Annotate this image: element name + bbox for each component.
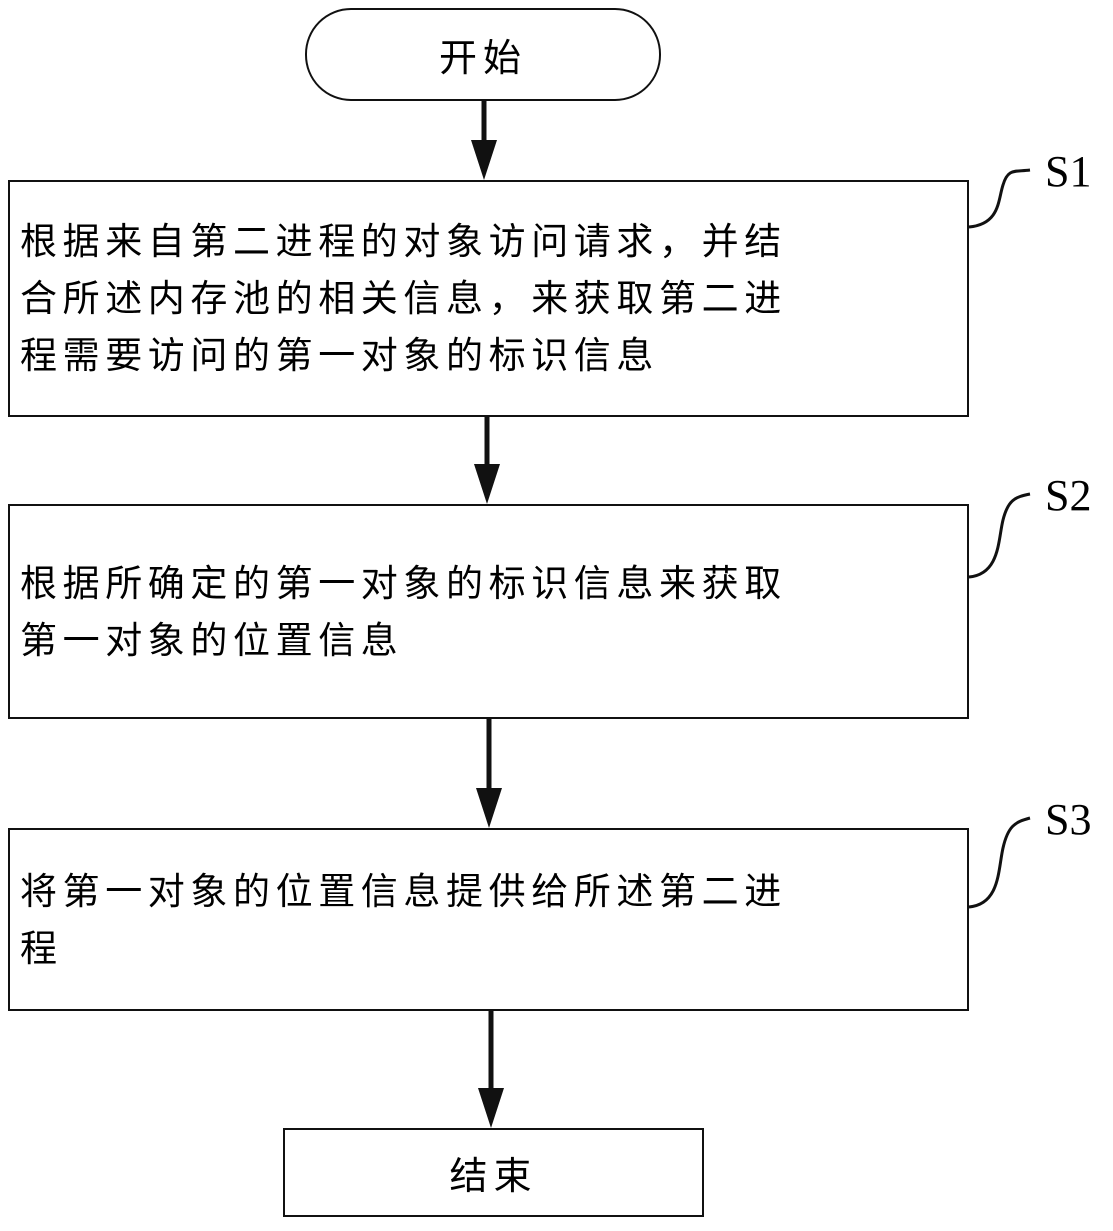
step-s2-id: S2 [1045, 471, 1092, 520]
leader-s2-curve [968, 492, 1031, 579]
leader-s1-curve [968, 168, 1031, 229]
start-node: 开始 [305, 8, 661, 101]
end-node: 结束 [283, 1128, 704, 1217]
end-label: 结束 [449, 1154, 538, 1198]
step-s1-box: 根据来自第二进程的对象访问请求，并结 合所述内存池的相关信息，来获取第二进 程需… [8, 180, 969, 417]
step-s2-text: 根据所确定的第一对象的标识信息来获取 第一对象的位置信息 [20, 561, 787, 662]
arrowhead-s2-s3 [476, 788, 502, 828]
arrowhead-s1-s2 [474, 464, 500, 504]
step-s3-id: S3 [1045, 795, 1092, 844]
step-s2-box: 根据所确定的第一对象的标识信息来获取 第一对象的位置信息 [8, 504, 969, 719]
step-s3-box: 将第一对象的位置信息提供给所述第二进 程 [8, 828, 969, 1011]
arrowhead-start-s1 [471, 140, 497, 180]
step-s1-text: 根据来自第二进程的对象访问请求，并结 合所述内存池的相关信息，来获取第二进 程需… [20, 220, 787, 377]
step-s1-id: S1 [1045, 147, 1092, 196]
arrowhead-s3-end [478, 1088, 504, 1128]
start-label: 开始 [438, 36, 527, 80]
step-s3-text: 将第一对象的位置信息提供给所述第二进 程 [20, 869, 787, 970]
leader-s3-curve [968, 816, 1031, 909]
